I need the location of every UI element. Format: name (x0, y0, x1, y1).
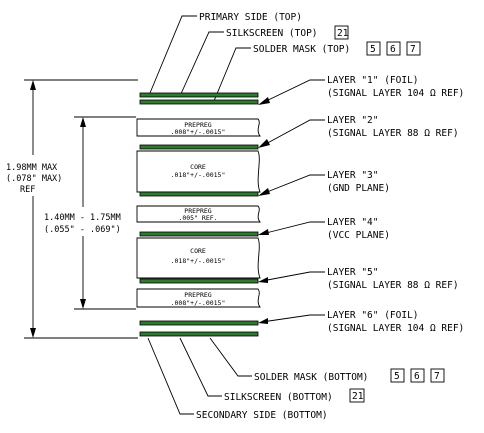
layer-3-leader (261, 174, 325, 195)
layer-5-title: LAYER "5" (327, 267, 378, 278)
solder-mask-top-ref-box-2 (386, 41, 401, 56)
silkscreen-bottom-ref-box (349, 388, 365, 403)
overall-dim-line3: REF (20, 185, 35, 195)
overall-dim-line2: (.078" MAX) (6, 174, 62, 184)
silkscreen-bottom-ref: 21 (352, 391, 364, 402)
prepreg-3-name: PREPREG (184, 291, 211, 299)
primary-side-leader (149, 15, 197, 94)
layer-2-title: LAYER "2" (327, 115, 378, 126)
layer-2-copper (139, 144, 259, 150)
prepreg-2 (136, 205, 261, 223)
prepreg-1-name: PREPREG (184, 121, 211, 129)
layer-2-desc: (SIGNAL LAYER 88 Ω REF) (327, 128, 459, 139)
layer-3-arrow (258, 188, 270, 196)
layer-3-desc: (GND PLANE) (327, 183, 390, 194)
overall-arrow-top (30, 80, 36, 90)
solder-mask-bottom-ref-box-1 (390, 368, 405, 383)
solder-mask-bottom-ref-box-3 (430, 368, 445, 383)
core-2-spec: .018"+/-.0015" (171, 257, 226, 265)
prepreg-3 (136, 288, 261, 308)
layer-2-leader (261, 119, 325, 147)
inner-arrow-bottom (80, 299, 86, 309)
core-1-name: CORE (190, 163, 206, 171)
layer-3-title: LAYER "3" (327, 170, 378, 181)
layer-5-copper (139, 278, 259, 284)
core-2 (136, 237, 261, 279)
solder-mask-bottom-label: SOLDER MASK (BOTTOM) (254, 372, 368, 383)
layer-1-leader (261, 79, 325, 104)
inner-dim-line2: (.055" - .069") (44, 225, 121, 235)
secondary-side-leader (147, 337, 194, 415)
solder-mask-bottom-ref-3: 7 (434, 371, 440, 382)
solder-mask-bottom-ref-1: 5 (394, 371, 400, 382)
layer-1-arrow (258, 97, 270, 105)
solder-mask-top-ref-box-1 (366, 41, 381, 56)
layer-1-title: LAYER "1" (FOIL) (327, 75, 419, 86)
solder-mask-bottom-ref-box-2 (410, 368, 425, 383)
secondary-side-label: SECONDARY SIDE (BOTTOM) (196, 410, 328, 421)
layer-5-desc: (SIGNAL LAYER 88 Ω REF) (327, 280, 459, 291)
solder-mask-top-ref-3: 7 (410, 44, 416, 55)
layer-5-leader (261, 271, 325, 282)
solder-mask-top-ref-box-3 (406, 41, 421, 56)
layer-4-leader (261, 221, 325, 235)
solder-mask-top-ref-1: 5 (370, 44, 376, 55)
layer-6-foil (139, 320, 259, 326)
silkscreen-bottom-label: SILKSCREEN (BOTTOM) (224, 392, 333, 403)
layer-2-arrow (258, 139, 270, 148)
silkscreen-top-ref-box (334, 25, 349, 40)
layer-6-arrow (258, 318, 268, 324)
silkscreen-top-label: SILKSCREEN (TOP) (226, 28, 318, 39)
solder-mask-bottom-leader (209, 337, 252, 377)
top-solder-mask-layer (139, 92, 259, 98)
layer-3-copper (139, 191, 259, 197)
overall-dim-line1: 1.98MM MAX (6, 163, 58, 173)
solder-mask-bottom-ref-2: 6 (414, 371, 420, 382)
layer-6-title: LAYER "6" (FOIL) (327, 310, 419, 321)
layer-4-copper (139, 231, 259, 237)
prepreg-3-spec: .008"+/-.0015" (171, 299, 226, 307)
layer-4-arrow (258, 229, 269, 235)
silkscreen-bottom-leader (179, 337, 222, 397)
overall-arrow-bottom (30, 328, 36, 338)
silkscreen-top-ref: 21 (337, 28, 349, 39)
layer-4-desc: (VCC PLANE) (327, 230, 390, 241)
layer-4-title: LAYER "4" (327, 217, 378, 228)
core-2-name: CORE (190, 247, 206, 255)
layer-1-foil (139, 99, 259, 105)
inner-arrow-top (80, 117, 86, 127)
prepreg-2-name: PREPREG (184, 207, 211, 215)
solder-mask-top-label: SOLDER MASK (TOP) (253, 44, 350, 55)
primary-side-label: PRIMARY SIDE (TOP) (199, 12, 302, 23)
layer-6-leader (261, 314, 325, 323)
layer-5-arrow (258, 277, 268, 283)
layer-6-desc: (SIGNAL LAYER 104 Ω REF) (327, 323, 464, 334)
prepreg-2-spec: .005" REF. (178, 214, 217, 222)
layer-1-desc: (SIGNAL LAYER 104 Ω REF) (327, 88, 464, 99)
inner-dim-line1: 1.40MM - 1.75MM (44, 213, 121, 223)
core-1 (136, 150, 261, 193)
solder-mask-top-leader (213, 47, 251, 102)
solder-mask-top-ref-2: 6 (390, 44, 396, 55)
prepreg-1-spec: .008"+/-.0015" (171, 128, 226, 136)
core-1-spec: .018"+/-.0015" (171, 171, 226, 179)
prepreg-1 (136, 118, 261, 137)
bottom-solder-mask-layer (139, 331, 259, 337)
silkscreen-top-leader (179, 31, 224, 97)
